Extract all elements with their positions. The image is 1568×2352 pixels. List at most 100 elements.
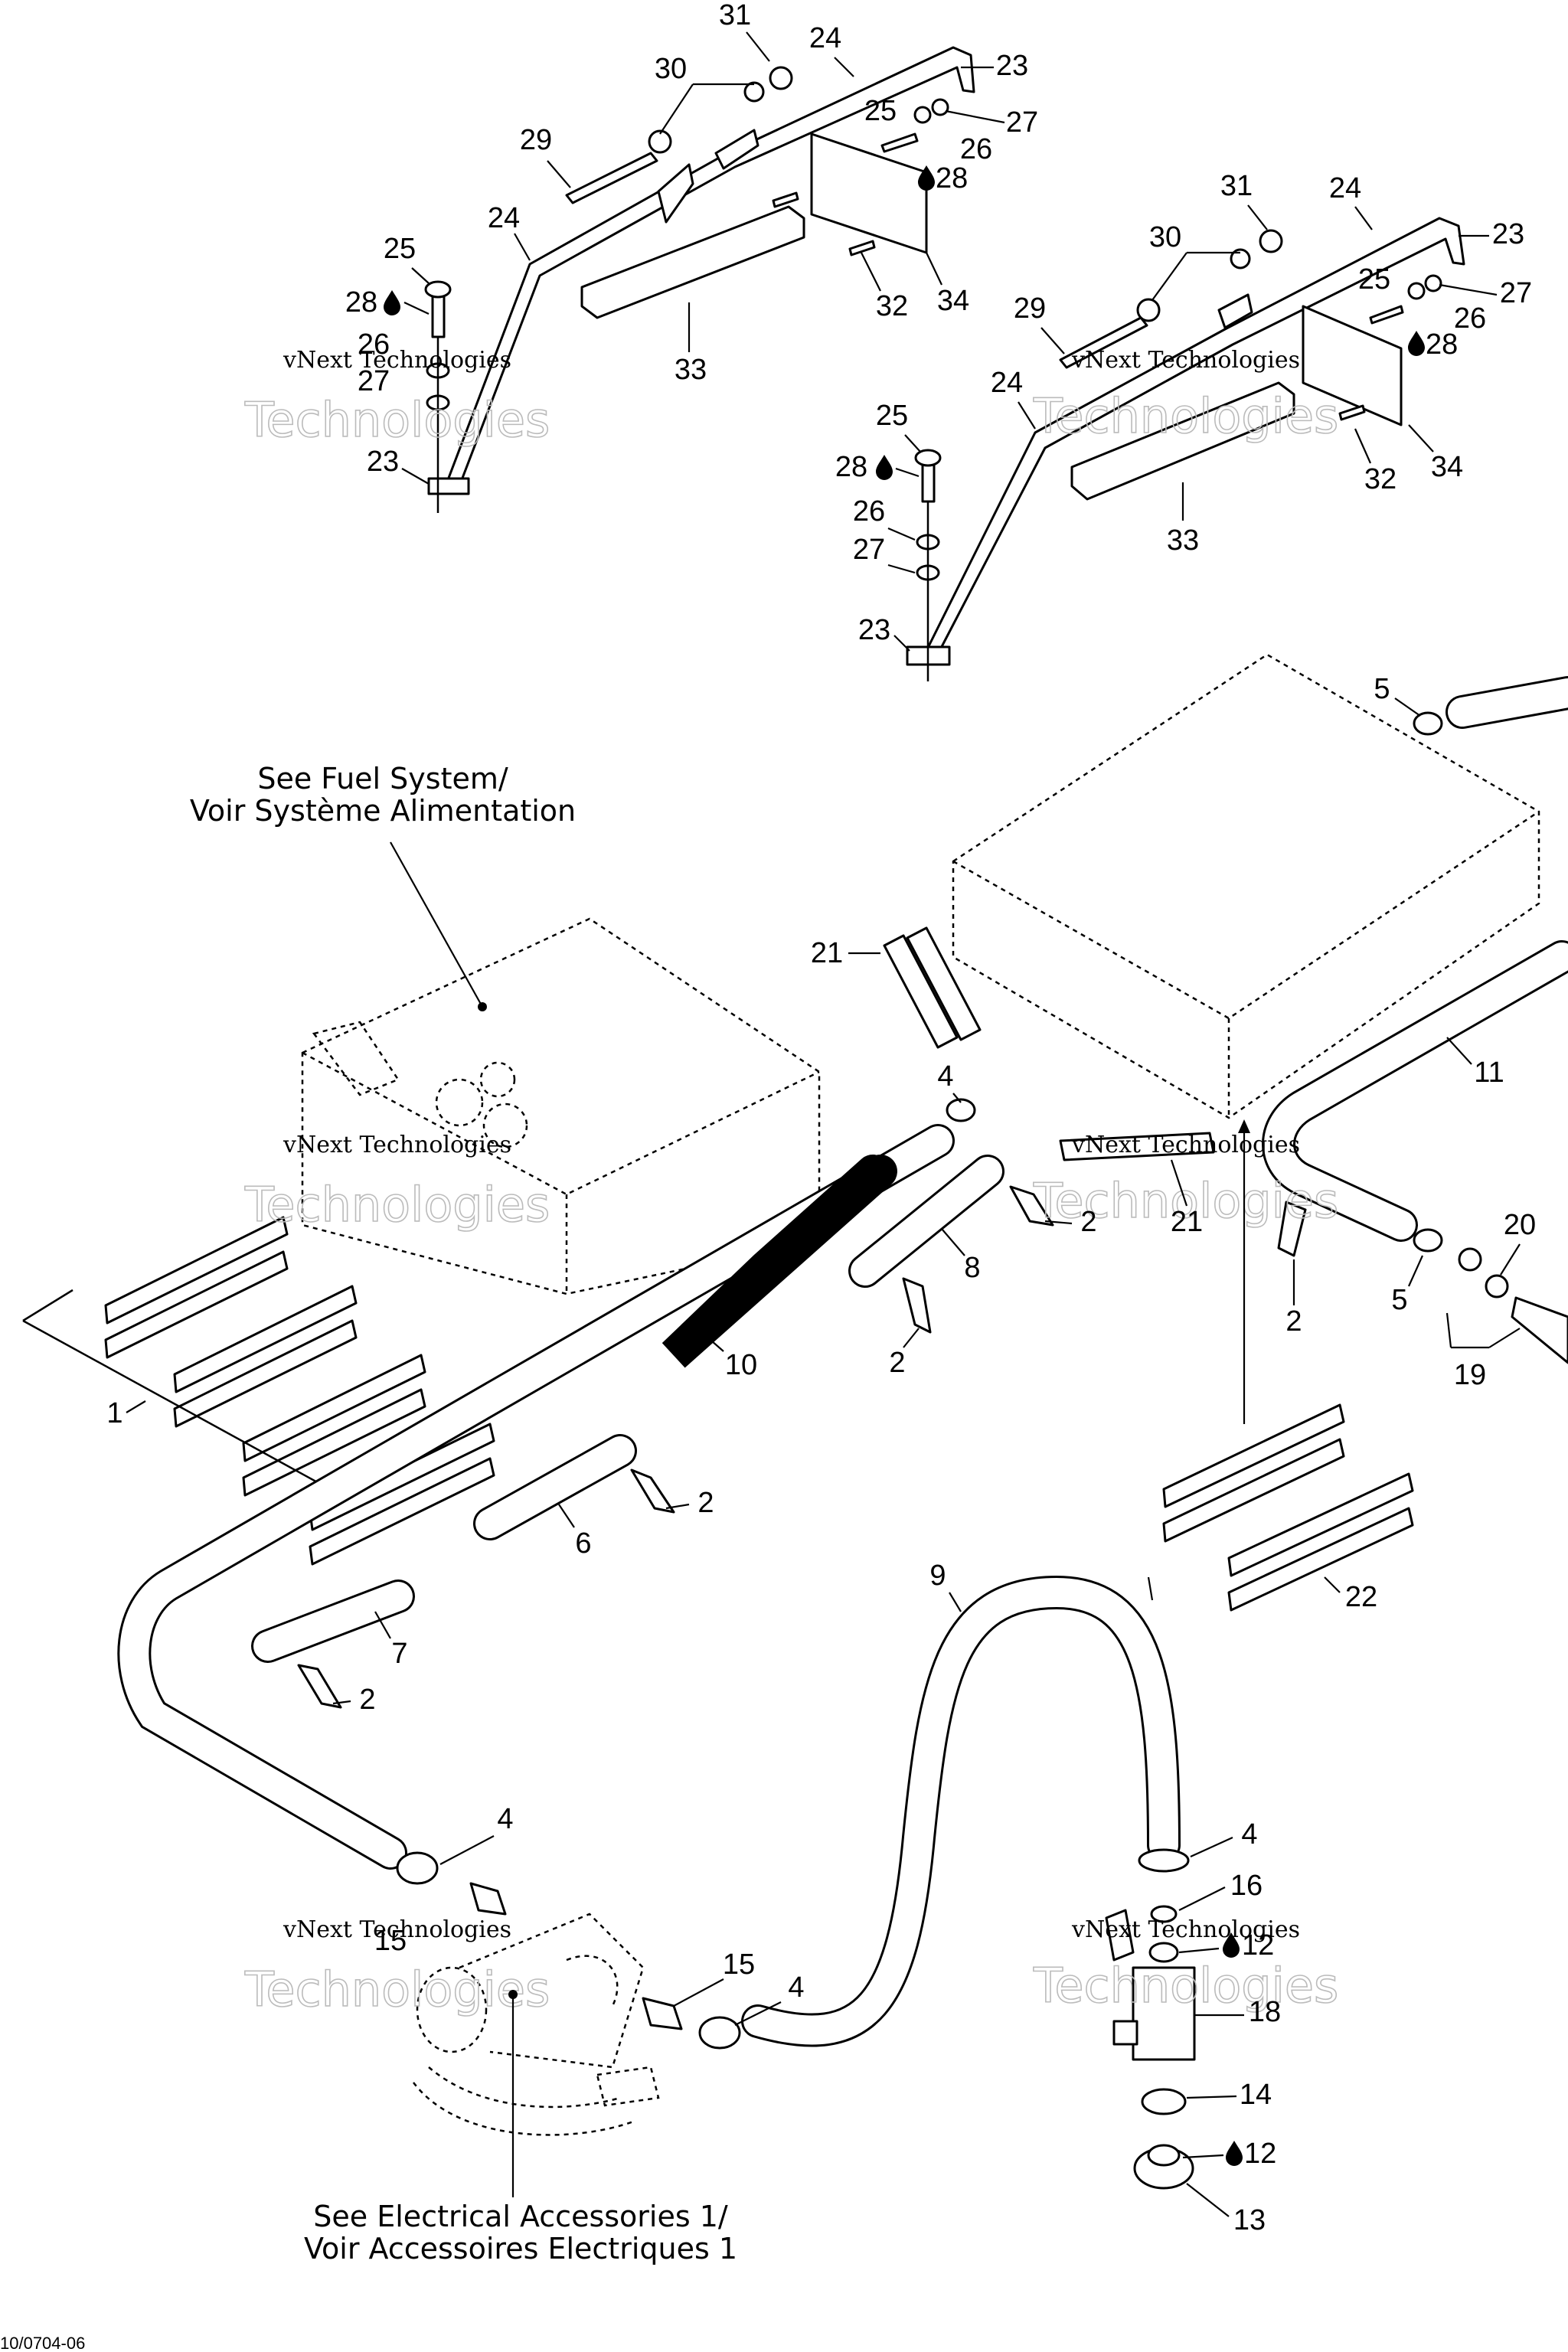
callout-33: 33 [675, 354, 707, 386]
electrical-note-line2: Voir Accessoires Electriques 1 [304, 2232, 737, 2265]
plate-34-left [810, 132, 928, 254]
bracket-foot-left [427, 477, 470, 495]
callout-32r: 32 [1364, 463, 1396, 495]
callout-27br: 27 [853, 534, 885, 566]
callout-29r: 29 [1014, 292, 1046, 325]
watermark-text: vNext Technologies [283, 347, 511, 374]
callout-2d: 2 [697, 1487, 714, 1519]
callout-30r: 30 [1149, 221, 1181, 253]
callout-24b: 24 [488, 202, 520, 234]
callouts: 31 24 23 30 25 27 26 29 28 24 25 28 26 2… [106, 0, 1536, 2236]
callout-27r: 27 [1500, 277, 1532, 309]
callout-8: 8 [964, 1252, 980, 1284]
bracket-clip-upper [714, 129, 760, 170]
callout-25r: 25 [1358, 263, 1390, 296]
svg-text:Technologies: Technologies [244, 392, 550, 448]
callout-33r: 33 [1167, 524, 1199, 557]
bolt-29-right [1059, 316, 1148, 369]
svg-text:vNext Technologies: vNext Technologies [1071, 347, 1300, 374]
nut-31-left [769, 66, 793, 90]
callout-26: 26 [960, 133, 992, 165]
callout-28b: 28 [345, 286, 377, 318]
callout-26r: 26 [1454, 302, 1486, 335]
callout-20: 20 [1504, 1209, 1536, 1241]
bracket-clip [657, 163, 694, 224]
callout-15: 15 [374, 1925, 407, 1957]
hose-11 [1262, 676, 1568, 1242]
callout-30: 30 [655, 53, 687, 85]
pads-21 [883, 926, 1215, 1161]
bracket-assembly-left [424, 46, 975, 513]
hose-10 [117, 1124, 955, 1870]
electrical-note-line1: See Electrical Accessories 1/ [313, 2200, 728, 2233]
callout-23b: 23 [367, 446, 399, 478]
fuel-system-note-line1: See Fuel System/ [257, 762, 508, 795]
callout-23: 23 [996, 50, 1028, 82]
callout-13: 13 [1233, 2204, 1266, 2236]
pump-dashed [413, 1913, 660, 2136]
callout-15b: 15 [723, 1949, 755, 1981]
washer-30-left [648, 129, 672, 154]
clamps [297, 711, 1568, 2050]
callout-5: 5 [1374, 673, 1390, 705]
callout-4d: 4 [788, 1971, 804, 2004]
callout-7: 7 [391, 1638, 407, 1670]
svg-text:Technologies: Technologies [244, 1962, 550, 2017]
callout-10: 10 [725, 1349, 757, 1381]
support-bar-right [921, 217, 1465, 660]
pad-33-left [580, 205, 805, 319]
pads-22 [1162, 1403, 1414, 1612]
battery-box-dashed [952, 653, 1540, 1119]
svg-text:Technologies: Technologies [1033, 1958, 1338, 2014]
svg-text:vNext Technologies: vNext Technologies [1071, 1132, 1300, 1158]
callout-1: 1 [106, 1397, 122, 1429]
svg-text:Technologies: Technologies [244, 1177, 550, 1233]
drain-valve-stack [1105, 1905, 1196, 2190]
callout-4c: 4 [1241, 1818, 1257, 1851]
callout-19: 19 [1454, 1359, 1486, 1391]
callout-28r: 28 [1426, 328, 1458, 361]
callout-31r: 31 [1220, 170, 1253, 202]
callout-31: 31 [719, 0, 751, 31]
callout-32: 32 [876, 290, 908, 322]
bracket-assembly-right [906, 217, 1465, 681]
svg-text:vNext Technologies: vNext Technologies [1071, 1916, 1300, 1943]
callout-5b: 5 [1391, 1284, 1407, 1316]
callout-25br: 25 [876, 400, 908, 432]
callout-24: 24 [809, 22, 841, 54]
callout-25b: 25 [384, 233, 416, 265]
callout-23r: 23 [1492, 218, 1524, 250]
callout-9: 9 [929, 1560, 946, 1592]
washer-30b-left [743, 81, 765, 103]
callout-27b: 27 [358, 365, 390, 397]
notes: See Fuel System/ Voir Système Alimentati… [190, 762, 1250, 2265]
bolt-29-left [565, 152, 658, 204]
callout-4b: 4 [497, 1803, 513, 1835]
callout-21: 21 [811, 937, 843, 969]
fuel-system-note-line2: Voir Système Alimentation [190, 794, 576, 828]
callout-26br: 26 [853, 495, 885, 528]
washer-30-right [1136, 298, 1161, 322]
callout-2e: 2 [359, 1684, 375, 1716]
callout-11: 11 [1474, 1057, 1504, 1089]
callout-29: 29 [520, 124, 552, 156]
callout-28: 28 [936, 162, 968, 194]
bolt-25-left [880, 132, 919, 153]
hose-short-pieces [251, 1155, 1004, 1663]
callout-18: 18 [1249, 1996, 1281, 2028]
callout-34: 34 [937, 285, 969, 317]
callout-34r: 34 [1431, 451, 1463, 483]
pad-33-right [1070, 381, 1295, 501]
callout-24br: 24 [991, 367, 1023, 399]
callout-2c: 2 [889, 1347, 905, 1379]
callout-21b: 21 [1171, 1206, 1203, 1238]
pads-1 [22, 1216, 495, 1566]
svg-text:Technologies: Technologies [1033, 388, 1338, 444]
callout-28br: 28 [835, 451, 867, 483]
callout-2b: 2 [1285, 1305, 1302, 1338]
callout-12: 12 [1242, 1929, 1274, 1962]
callout-27: 27 [1006, 106, 1038, 139]
callout-23br: 23 [858, 614, 890, 646]
callout-26b: 26 [358, 328, 390, 361]
